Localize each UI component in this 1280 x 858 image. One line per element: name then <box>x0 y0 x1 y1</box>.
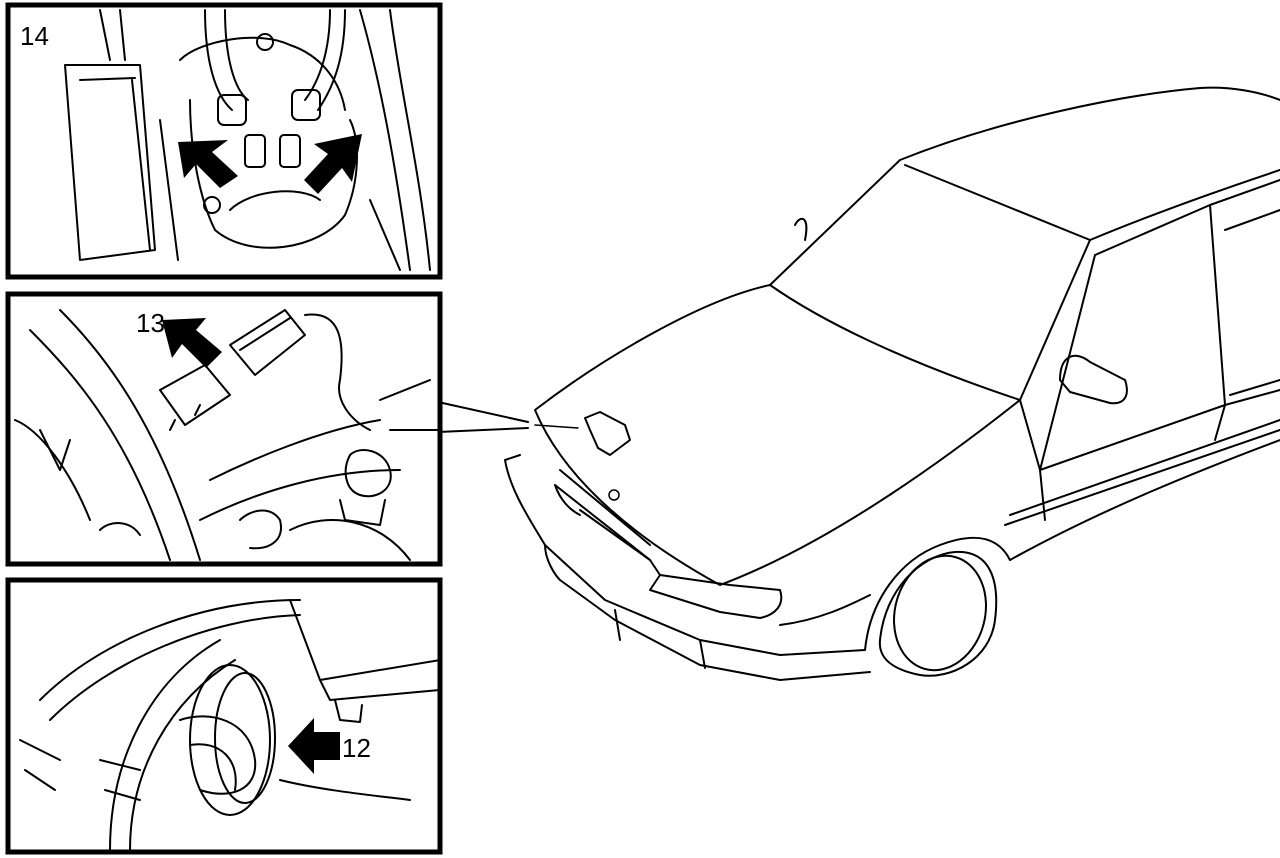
callout-label-13: 13 <box>136 308 165 338</box>
panel-bottom-drawing <box>19 599 438 850</box>
callout-arrow-12 <box>288 718 340 774</box>
hood-location-marker <box>584 411 631 456</box>
leader-line <box>437 401 529 433</box>
callout-arrow-14-left <box>178 140 238 188</box>
car-illustration <box>437 86 1280 681</box>
panel-top-drawing <box>64 9 431 271</box>
car-hood <box>534 284 1021 586</box>
car-front-wheel <box>878 550 998 677</box>
car-mirror <box>1059 354 1128 405</box>
callout-arrow-13 <box>162 318 222 368</box>
callout-label-14: 14 <box>20 21 49 51</box>
detail-panel-middle: 13 <box>5 291 443 567</box>
car-headlight <box>649 574 783 619</box>
callout-arrow-14-right <box>304 134 362 194</box>
detail-panel-bottom: 12 <box>5 577 443 855</box>
car-roof-line <box>899 86 1280 161</box>
car-bumper <box>504 454 871 681</box>
panel-middle-drawing <box>14 309 438 561</box>
detail-panel-top: 14 <box>5 2 443 280</box>
car-windshield <box>769 159 1091 401</box>
panel-bottom-component <box>189 664 271 816</box>
callout-label-12: 12 <box>342 733 371 763</box>
